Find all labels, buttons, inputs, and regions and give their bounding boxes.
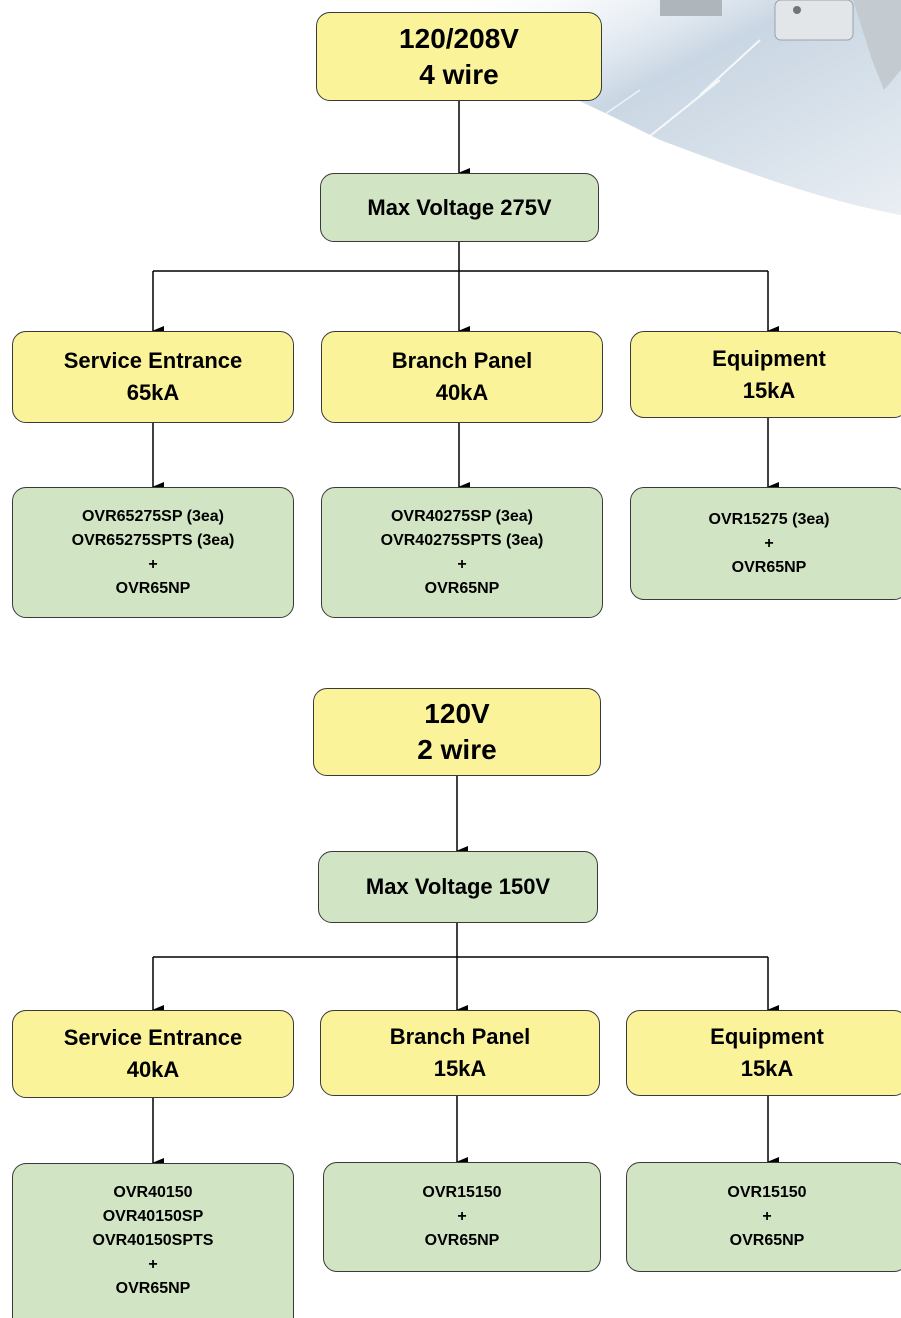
system-wiring: 4 wire bbox=[419, 58, 499, 90]
product-item: OVR40150SPTS bbox=[92, 1232, 214, 1249]
product-plus: + bbox=[148, 1256, 158, 1273]
system-voltage: 120/208V bbox=[399, 22, 519, 54]
branch-panel-products: OVR15150 + OVR65NP bbox=[323, 1162, 601, 1272]
product-item: OVR40275SP (3ea) bbox=[390, 507, 533, 525]
product-plus: + bbox=[762, 1208, 772, 1225]
product-item: OVR40150SP bbox=[102, 1208, 204, 1225]
max-voltage-label: Max Voltage 275V bbox=[367, 194, 552, 220]
max-voltage-label: Max Voltage 150V bbox=[365, 874, 551, 899]
branch-panel-node: Branch Panel 40kA bbox=[321, 331, 603, 423]
product-item: OVR65NP bbox=[424, 579, 500, 597]
branch-rating: 40kA bbox=[126, 1057, 180, 1082]
lightning-bolt bbox=[619, 39, 761, 201]
product-item: OVR15150 bbox=[727, 1184, 807, 1201]
product-item: OVR65NP bbox=[115, 1280, 191, 1297]
branch-panel-products: OVR40275SP (3ea) OVR40275SPTS (3ea) + OV… bbox=[321, 487, 603, 618]
branch-rating: 65kA bbox=[126, 380, 180, 405]
service-entrance-node: Service Entrance 65kA bbox=[12, 331, 294, 423]
product-plus: + bbox=[457, 555, 467, 573]
product-item: OVR65NP bbox=[115, 579, 191, 597]
max-voltage-node: Max Voltage 275V bbox=[320, 173, 599, 242]
system-voltage: 120V bbox=[424, 698, 490, 729]
device-photo bbox=[660, 0, 722, 16]
product-item: OVR65NP bbox=[731, 558, 807, 576]
branch-label: Service Entrance bbox=[63, 1025, 243, 1050]
product-item: OVR65NP bbox=[729, 1232, 805, 1249]
system-node-120-208v: 120/208V 4 wire bbox=[316, 12, 602, 101]
service-entrance-node: Service Entrance 40kA bbox=[12, 1010, 294, 1098]
branch-label: Branch Panel bbox=[391, 348, 533, 373]
service-entrance-products: OVR40150 OVR40150SP OVR40150SPTS + OVR65… bbox=[12, 1163, 294, 1318]
branch-label: Service Entrance bbox=[63, 348, 243, 373]
branch-label: Equipment bbox=[710, 1024, 824, 1049]
max-voltage-node: Max Voltage 150V bbox=[318, 851, 598, 923]
product-item: OVR15150 bbox=[422, 1184, 502, 1201]
equipment-products: OVR15275 (3ea) + OVR65NP bbox=[630, 487, 901, 600]
product-item: OVR65NP bbox=[424, 1232, 500, 1249]
branch-rating: 15kA bbox=[740, 1056, 794, 1081]
branch-label: Branch Panel bbox=[389, 1024, 531, 1049]
branch-label: Equipment bbox=[712, 345, 826, 371]
branch-rating: 15kA bbox=[742, 377, 796, 403]
product-item: OVR40150 bbox=[113, 1184, 193, 1201]
branch-rating: 40kA bbox=[435, 380, 489, 405]
product-item: OVR15275 (3ea) bbox=[708, 510, 830, 528]
branch-rating: 15kA bbox=[433, 1056, 487, 1081]
service-entrance-products: OVR65275SP (3ea) OVR65275SPTS (3ea) + OV… bbox=[12, 487, 294, 618]
product-item: OVR65275SP (3ea) bbox=[81, 507, 224, 525]
product-item: OVR40275SPTS (3ea) bbox=[380, 531, 544, 549]
branch-panel-node: Branch Panel 15kA bbox=[320, 1010, 600, 1096]
product-plus: + bbox=[457, 1208, 467, 1225]
equipment-node: Equipment 15kA bbox=[626, 1010, 901, 1096]
equipment-node: Equipment 15kA bbox=[630, 331, 901, 418]
equipment-products: OVR15150 + OVR65NP bbox=[626, 1162, 901, 1272]
system-node-120v: 120V 2 wire bbox=[313, 688, 601, 776]
product-plus: + bbox=[764, 534, 774, 552]
system-wiring: 2 wire bbox=[417, 734, 497, 765]
product-item: OVR65275SPTS (3ea) bbox=[71, 531, 235, 549]
product-plus: + bbox=[148, 555, 158, 573]
